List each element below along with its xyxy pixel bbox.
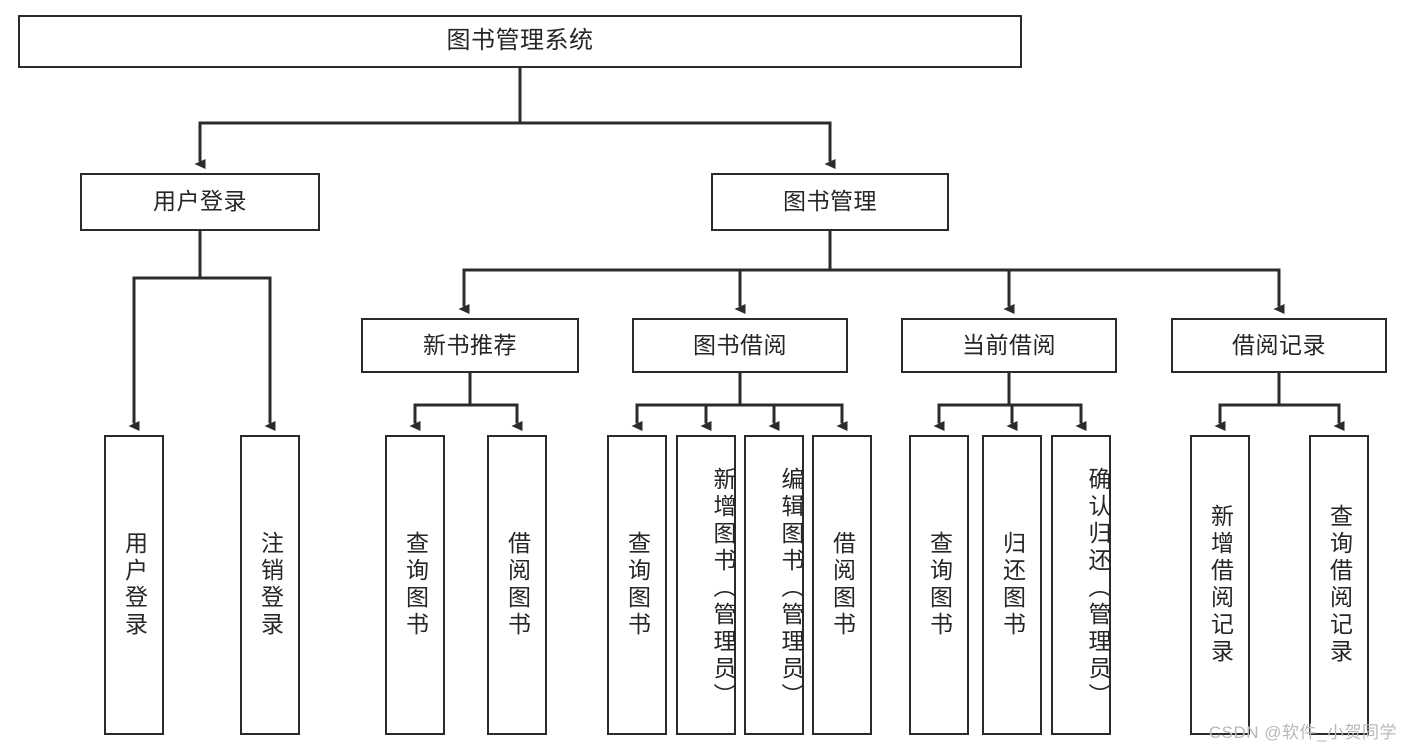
node-leaf-query-book-1[interactable]: 查询图书	[385, 435, 445, 735]
node-leaf-query-record-label: 查询借阅记录	[1326, 504, 1353, 666]
node-leaf-query-book-2[interactable]: 查询图书	[607, 435, 667, 735]
node-borrow-record[interactable]: 借阅记录	[1171, 318, 1387, 373]
node-current-borrow[interactable]: 当前借阅	[901, 318, 1117, 373]
node-leaf-query-book-2-label: 查询图书	[624, 531, 651, 639]
node-leaf-confirm-return-label: 确认归还（管理员）	[1085, 466, 1111, 710]
node-user-login[interactable]: 用户登录	[80, 173, 320, 231]
node-leaf-query-book-3-label: 查询图书	[926, 531, 953, 639]
node-leaf-query-book-1-label: 查询图书	[402, 531, 429, 639]
node-new-book-rec[interactable]: 新书推荐	[361, 318, 579, 373]
node-leaf-return-book[interactable]: 归还图书	[982, 435, 1042, 735]
node-current-borrow-label: 当前借阅	[962, 331, 1056, 358]
node-leaf-add-record[interactable]: 新增借阅记录	[1190, 435, 1250, 735]
node-root[interactable]: 图书管理系统	[18, 15, 1022, 68]
node-root-label: 图书管理系统	[446, 27, 594, 55]
node-leaf-add-book[interactable]: 新增图书（管理员）	[676, 435, 736, 735]
node-leaf-user-login-label: 用户登录	[121, 531, 148, 639]
node-leaf-logout-label: 注销登录	[257, 531, 284, 639]
node-book-borrow-label: 图书借阅	[693, 331, 787, 358]
node-book-borrow[interactable]: 图书借阅	[632, 318, 848, 373]
node-leaf-borrow-book-2[interactable]: 借阅图书	[812, 435, 872, 735]
node-leaf-return-book-label: 归还图书	[999, 531, 1026, 639]
node-leaf-add-record-label: 新增借阅记录	[1207, 504, 1234, 666]
node-leaf-borrow-book-1[interactable]: 借阅图书	[487, 435, 547, 735]
node-new-book-rec-label: 新书推荐	[423, 331, 517, 358]
node-leaf-logout[interactable]: 注销登录	[240, 435, 300, 735]
node-user-login-label: 用户登录	[153, 188, 247, 215]
node-leaf-confirm-return[interactable]: 确认归还（管理员）	[1051, 435, 1111, 735]
node-leaf-edit-book[interactable]: 编辑图书（管理员）	[744, 435, 804, 735]
watermark: CSDN @软件_小贺同学	[1208, 723, 1397, 742]
node-leaf-edit-book-label: 编辑图书（管理员）	[778, 466, 804, 710]
node-leaf-query-book-3[interactable]: 查询图书	[909, 435, 969, 735]
node-leaf-borrow-book-2-label: 借阅图书	[829, 531, 856, 639]
node-book-manage[interactable]: 图书管理	[711, 173, 949, 231]
node-borrow-record-label: 借阅记录	[1232, 331, 1326, 358]
node-book-manage-label: 图书管理	[783, 188, 877, 215]
node-leaf-query-record[interactable]: 查询借阅记录	[1309, 435, 1369, 735]
node-leaf-add-book-label: 新增图书（管理员）	[710, 466, 736, 710]
node-leaf-borrow-book-1-label: 借阅图书	[504, 531, 531, 639]
node-leaf-user-login[interactable]: 用户登录	[104, 435, 164, 735]
